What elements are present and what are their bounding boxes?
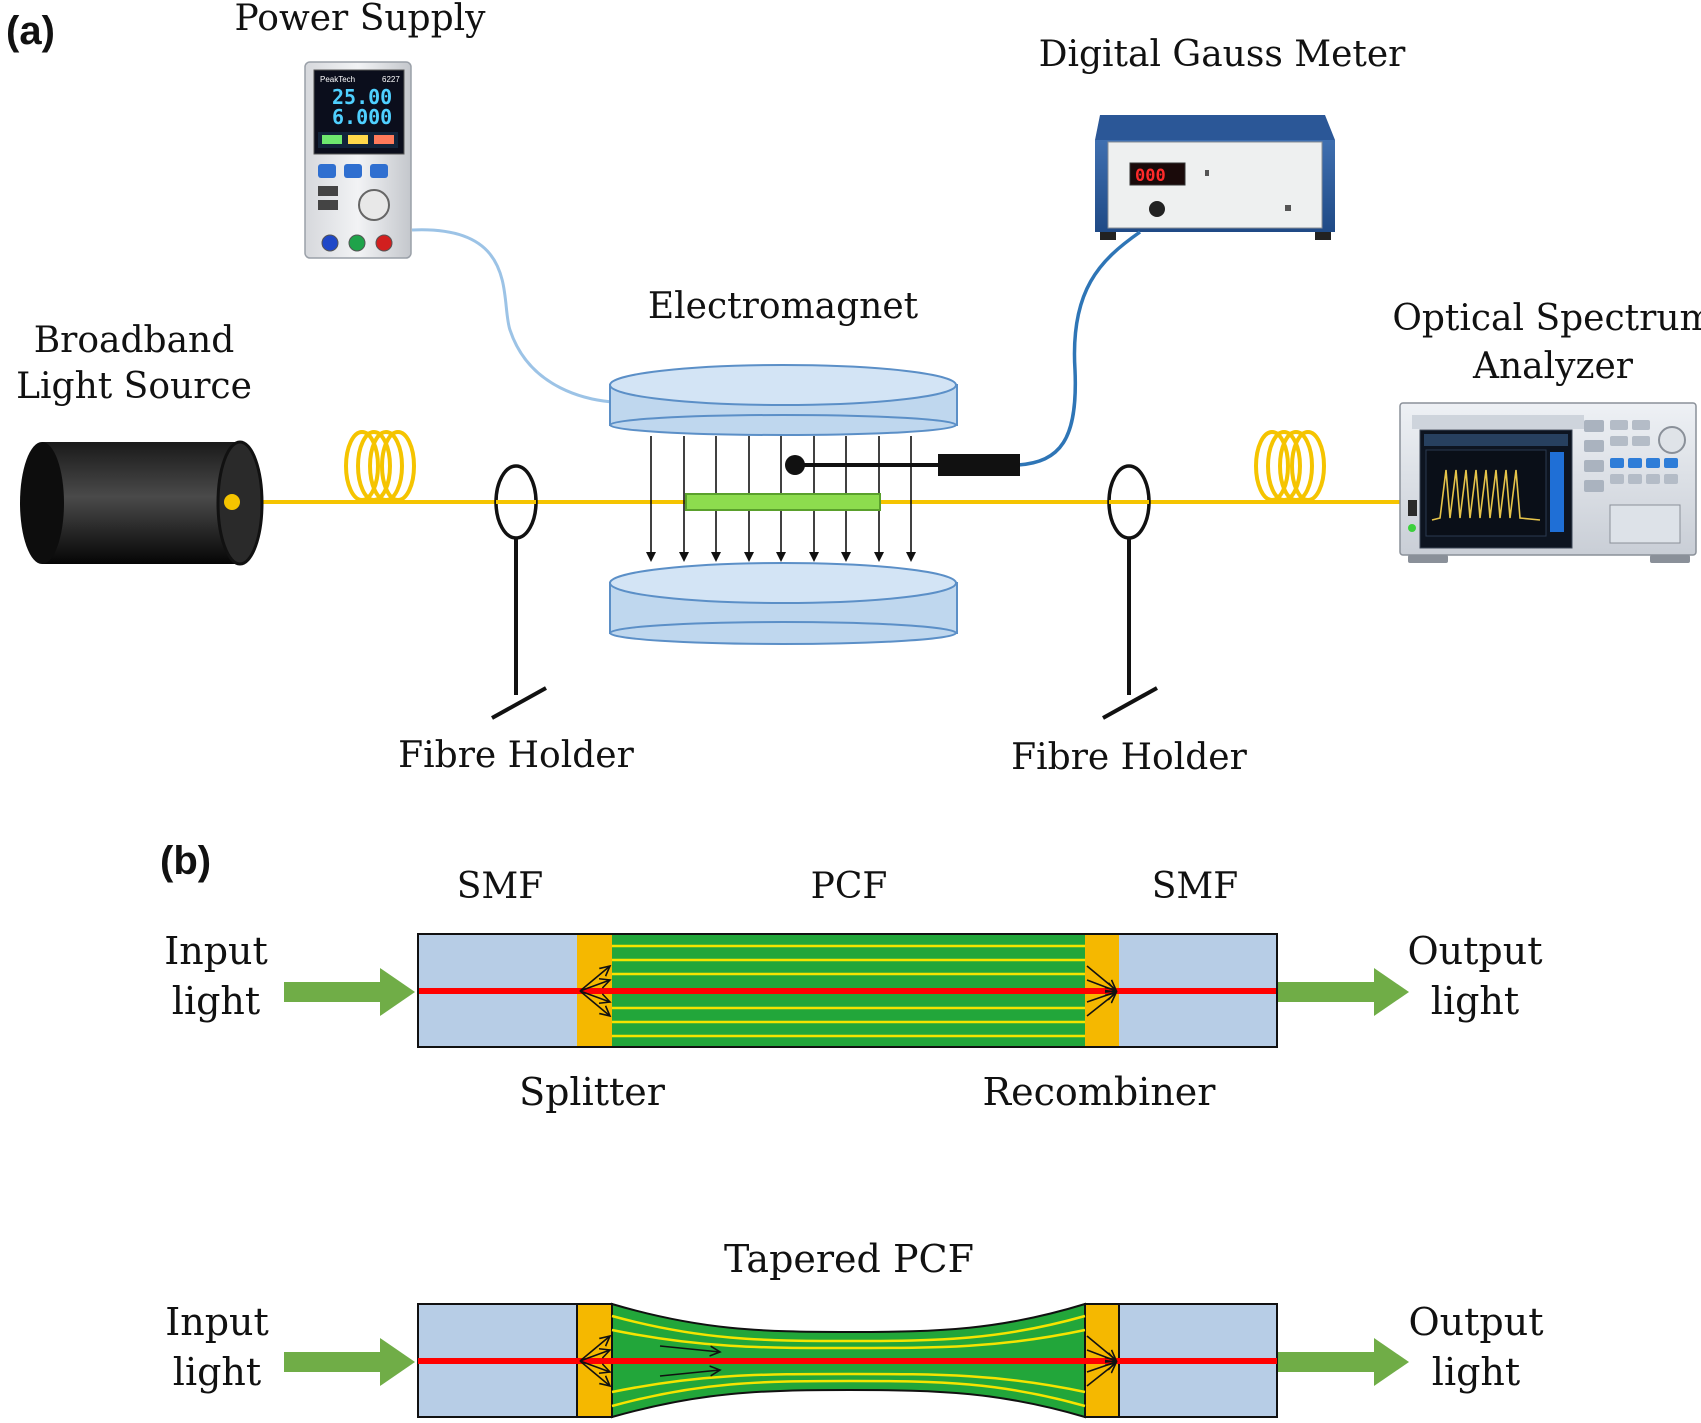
recombiner-label: Recombiner (983, 1070, 1217, 1114)
pcf-structure-straight (417, 933, 1278, 1048)
psu-model: 6227 (382, 75, 400, 84)
electromagnet-upper-pole (609, 364, 958, 436)
osa-label-line2: Analyzer (1472, 346, 1634, 387)
optical-spectrum-analyzer (1399, 402, 1697, 563)
fibre-holder-right-label: Fibre Holder (1011, 737, 1247, 778)
smf-right-label: SMF (1152, 866, 1239, 907)
fiber-coil-right (1254, 430, 1326, 502)
pcf-structure-tapered (417, 1302, 1278, 1419)
light-source-label-line2: Light Source (16, 366, 252, 407)
splitter-label: Splitter (519, 1070, 666, 1114)
gauss-display: 000 (1135, 166, 1166, 186)
gauss-probe (785, 454, 1020, 476)
panel-a-tag: (a) (6, 9, 55, 53)
gauss-meter-device: 000 (1095, 115, 1335, 240)
electromagnet-label: Electromagnet (648, 286, 919, 327)
light-source-label-line1: Broadband (34, 320, 235, 361)
fiber-coil-left (344, 430, 416, 502)
output-arrow-top (1278, 968, 1409, 1016)
psu-brand: PeakTech (320, 75, 355, 84)
gauss-meter-label: Digital Gauss Meter (1039, 34, 1407, 75)
panel-b-tag: (b) (160, 839, 211, 883)
psu-voltage: 25.00 (332, 85, 392, 109)
input-arrow-bottom (284, 1338, 415, 1386)
output-light-top-line2: light (1431, 979, 1519, 1023)
pcf-label: PCF (811, 866, 888, 907)
output-arrow-bottom (1278, 1338, 1409, 1386)
power-supply-device: PeakTech 6227 25.00 6.000 (304, 61, 412, 259)
fibre-holder-left-label: Fibre Holder (398, 735, 634, 776)
broadband-light-source (20, 440, 264, 566)
power-supply-label: Power Supply (235, 0, 487, 39)
tapered-pcf-label: Tapered PCF (724, 1237, 974, 1281)
input-light-top-line1: Input (164, 929, 268, 973)
input-light-top-line2: light (172, 979, 260, 1023)
electromagnet-lower-pole (609, 562, 958, 645)
gauss-cable (1017, 230, 1142, 467)
output-light-bottom-line1: Output (1409, 1300, 1544, 1344)
output-light-bottom-line2: light (1432, 1350, 1520, 1394)
psu-current: 6.000 (332, 105, 392, 129)
smf-left-label: SMF (457, 866, 544, 907)
pcf-sample (685, 493, 881, 511)
output-light-top-line1: Output (1408, 929, 1543, 973)
osa-label-line1: Optical Spectrum (1392, 298, 1701, 339)
input-arrow-top (284, 968, 415, 1016)
input-light-bottom-line1: Input (165, 1300, 269, 1344)
power-cable (411, 228, 613, 404)
input-light-bottom-line2: light (173, 1350, 261, 1394)
